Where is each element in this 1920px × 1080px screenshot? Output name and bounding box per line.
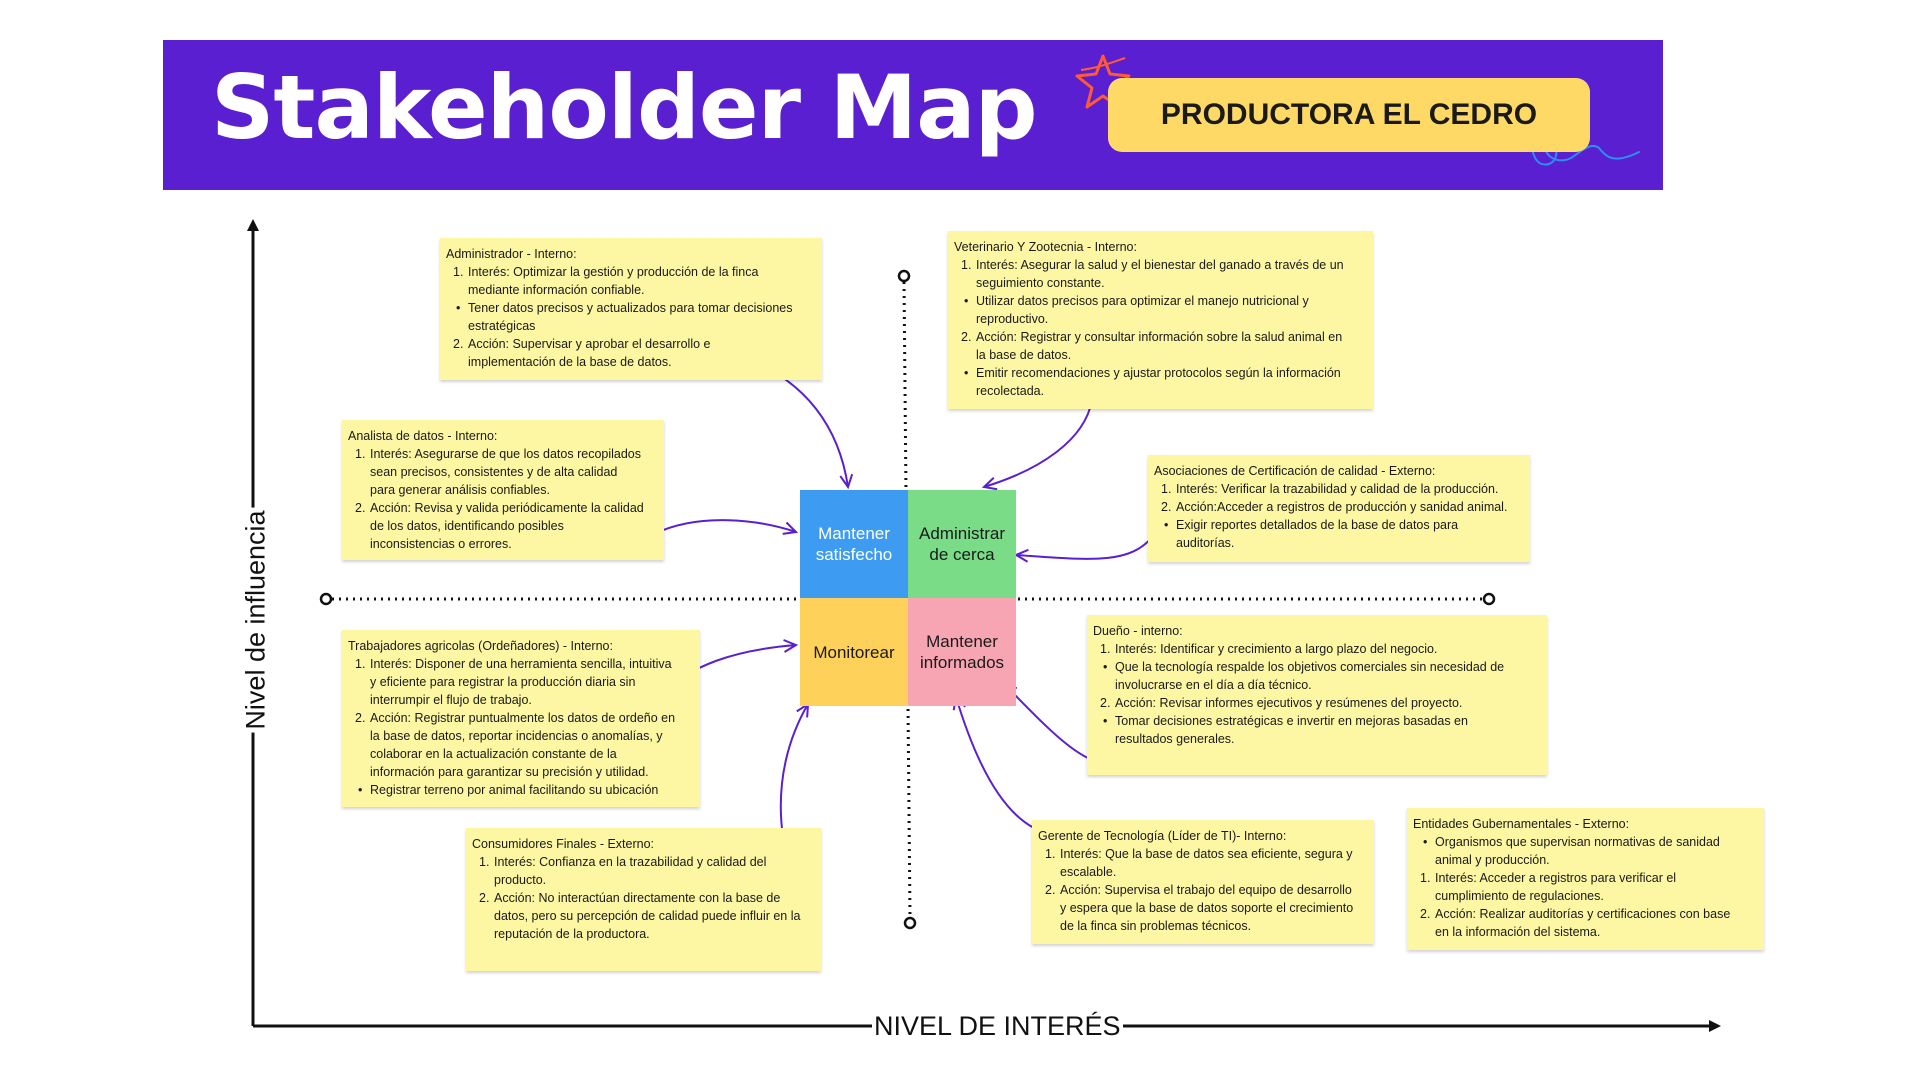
company-badge: PRODUCTORA EL CEDRO <box>1108 78 1590 152</box>
note-consumidores: Consumidores Finales - Externo: 1.Interé… <box>466 828 821 971</box>
note-item: •Emitir recomendaciones y ajustar protoc… <box>964 366 1341 398</box>
y-axis-label: Nivel de influencia <box>240 507 272 733</box>
note-title: Asociaciones de Certificación de calidad… <box>1154 464 1436 478</box>
note-item: 2.Acción: Realizar auditorías y certific… <box>1420 907 1731 939</box>
scribble-icon <box>1530 123 1640 166</box>
note-title: Entidades Gubernamentales - Externo: <box>1413 817 1630 831</box>
note-item: 2.Acción: Supervisa el trabajo del equip… <box>1045 883 1354 933</box>
note-title: Dueño - interno: <box>1093 624 1183 638</box>
note-item: 2.Acción: Supervisar y aprobar el desarr… <box>453 337 711 369</box>
note-item: •Registrar terreno por animal facilitand… <box>358 783 659 797</box>
note-item: •Utilizar datos precisos para optimizar … <box>964 294 1309 326</box>
note-analista: Analista de datos - Interno: 1.Interés: … <box>342 420 664 560</box>
page-title: Stakeholder Map <box>211 56 1038 159</box>
arrow-asociaciones <box>1016 535 1154 559</box>
note-title: Administrador - Interno: <box>446 247 577 261</box>
note-item: 1.Interés: Disponer de una herramienta s… <box>355 657 672 707</box>
note-gerente: Gerente de Tecnología (Líder de TI)- Int… <box>1032 820 1374 944</box>
note-item: 2.Acción: No interactúan directamente co… <box>479 891 801 941</box>
vertical-divider <box>897 269 917 930</box>
note-trabajadores: Trabajadores agricolas (Ordeñadores) - I… <box>342 630 700 807</box>
note-administrador: Administrador - Interno: 1.Interés: Opti… <box>440 238 822 380</box>
x-axis-label: NIVEL DE INTERÉS <box>872 1011 1123 1042</box>
note-item: 1.Interés: Que la base de datos sea efic… <box>1045 847 1353 879</box>
note-dueno: Dueño - interno: 1.Interés: Identificar … <box>1087 615 1547 775</box>
arrow-consumidores <box>779 704 808 838</box>
quadrant-monitorear: Monitorear <box>800 598 908 706</box>
header-decorations <box>1075 54 1640 166</box>
note-title: Gerente de Tecnología (Líder de TI)- Int… <box>1038 829 1287 843</box>
note-item: 2.Acción: Registrar puntualmente los dat… <box>355 711 676 779</box>
note-item: 2.Acción:Acceder a registros de producci… <box>1161 500 1508 514</box>
note-title: Analista de datos - Interno: <box>348 429 498 443</box>
note-item: •Organismos que supervisan normativas de… <box>1423 835 1720 867</box>
note-item: 2.Acción: Revisar informes ejecutivos y … <box>1100 696 1463 710</box>
note-item: 1.Interés: Asegurarse de que los datos r… <box>355 447 642 497</box>
note-item: •Tener datos precisos y actualizados par… <box>456 301 793 333</box>
note-veterinario: Veterinario Y Zootecnia - Interno: 1.Int… <box>948 231 1373 409</box>
note-item: 2.Acción: Registrar y consultar informac… <box>961 330 1343 362</box>
arrow-gerente <box>956 697 1035 829</box>
arrow-administrador <box>764 366 848 487</box>
note-title: Consumidores Finales - Externo: <box>472 837 655 851</box>
note-item: 2.Acción: Revisa y valida periódicamente… <box>355 501 644 551</box>
note-item: •Que la tecnología respalde los objetivo… <box>1103 660 1505 692</box>
note-item: 1.Interés: Asegurar la salud y el bienes… <box>961 258 1344 290</box>
note-title: Veterinario Y Zootecnia - Interno: <box>954 240 1137 254</box>
note-item: 1.Interés: Confianza en la trazabilidad … <box>479 855 767 887</box>
header-banner: Stakeholder Map PRODUCTORA EL CEDRO <box>163 40 1663 190</box>
star-icon <box>1075 54 1131 109</box>
arrow-analista <box>653 519 796 535</box>
note-item: 1.Interés: Optimizar la gestión y produc… <box>453 265 759 297</box>
note-item: 1.Interés: Identificar y crecimiento a l… <box>1100 642 1438 656</box>
note-entidades: Entidades Gubernamentales - Externo: •Or… <box>1407 808 1764 950</box>
note-asociaciones: Asociaciones de Certificación de calidad… <box>1148 455 1530 562</box>
note-item: 1.Interés: Verificar la trazabilidad y c… <box>1161 482 1499 496</box>
note-item: •Tomar decisiones estratégicas e inverti… <box>1103 714 1468 746</box>
note-title: Trabajadores agricolas (Ordeñadores) - I… <box>348 639 613 653</box>
note-item: 1.Interés: Acceder a registros para veri… <box>1420 871 1677 903</box>
note-item: •Exigir reportes detallados de la base d… <box>1164 518 1459 550</box>
arrow-veterinario <box>984 399 1093 487</box>
